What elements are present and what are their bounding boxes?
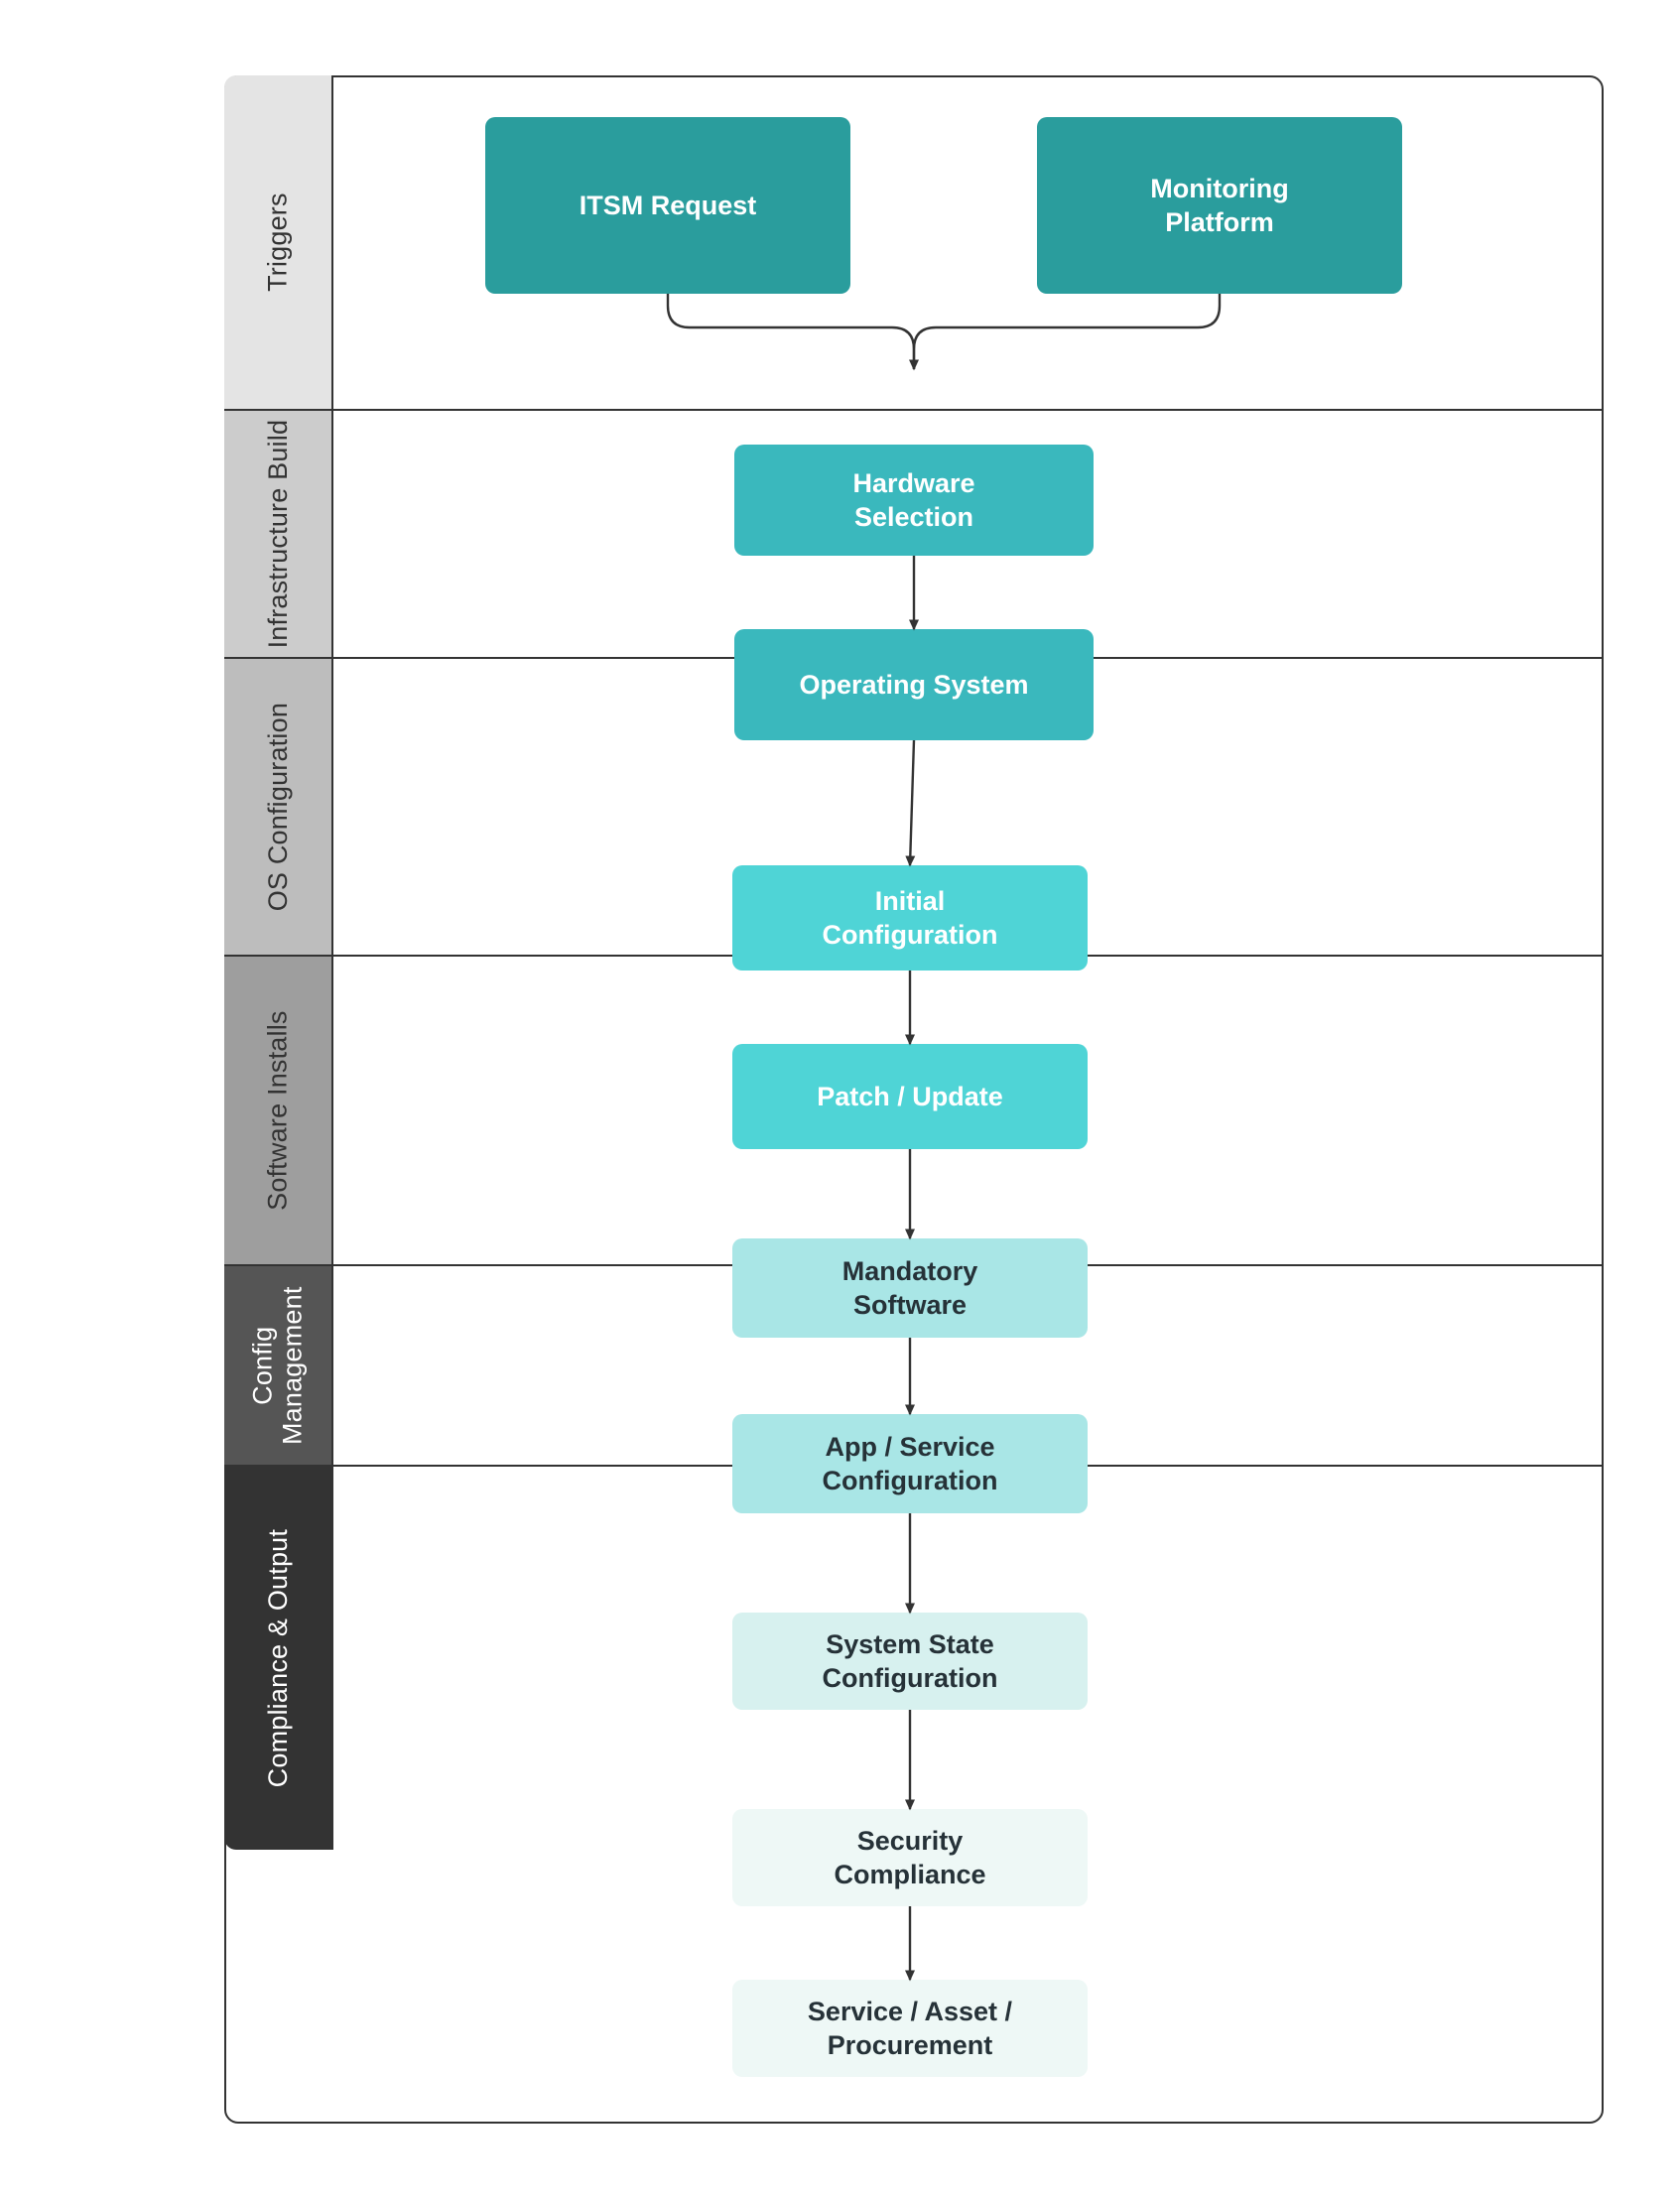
node-security-compliance[interactable]: Security Compliance [732,1809,1088,1906]
node-hardware-selection[interactable]: Hardware Selection [734,445,1094,556]
node-service-asset-procurement[interactable]: Service / Asset / Procurement [732,1980,1088,2077]
lane-label-config-management: Config Management [247,1286,308,1445]
node-patch-update[interactable]: Patch / Update [732,1044,1088,1149]
node-initial-configuration[interactable]: Initial Configuration [732,865,1088,971]
lane-label-software-installs: Software Installs [262,1010,293,1211]
swimlane-infrastructure-build: Infrastructure Build [224,411,1604,659]
lane-label-infrastructure-build: Infrastructure Build [262,419,293,649]
lane-header-software-installs[interactable]: Software Installs [224,957,333,1264]
lane-header-config-management[interactable]: Config Management [224,1266,333,1465]
lane-label-triggers: Triggers [262,193,293,292]
lane-label-os-configuration: OS Configuration [262,702,293,912]
node-app-service-configuration[interactable]: App / Service Configuration [732,1414,1088,1513]
lane-header-infrastructure-build[interactable]: Infrastructure Build [224,411,333,657]
node-system-state-configuration[interactable]: System State Configuration [732,1613,1088,1710]
node-mandatory-software[interactable]: Mandatory Software [732,1238,1088,1338]
lane-header-triggers[interactable]: Triggers [224,75,333,409]
lane-header-compliance-output[interactable]: Compliance & Output [224,1467,333,1850]
node-monitoring-platform[interactable]: Monitoring Platform [1037,117,1402,294]
node-itsm-request[interactable]: ITSM Request [485,117,850,294]
swimlane-compliance-output: Compliance & Output [224,1467,1604,1850]
lane-label-compliance-output: Compliance & Output [262,1528,293,1788]
swimlane-triggers: Triggers [224,75,1604,411]
node-operating-system[interactable]: Operating System [734,629,1094,740]
lane-header-os-configuration[interactable]: OS Configuration [224,659,333,955]
